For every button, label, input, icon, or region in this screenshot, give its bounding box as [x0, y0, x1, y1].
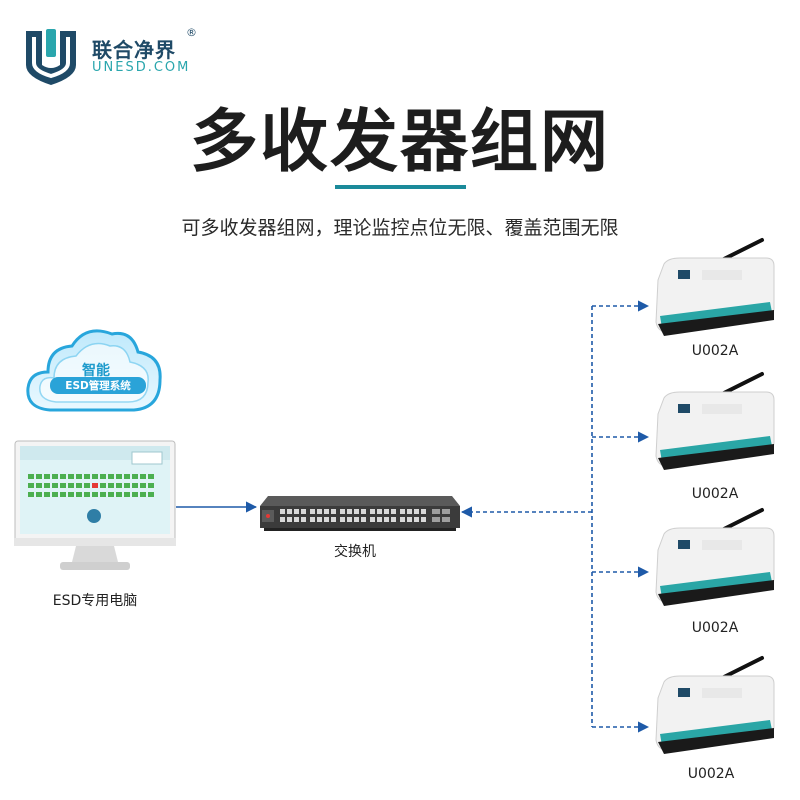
- page-title: 多收发器组网: [189, 103, 610, 182]
- desktop-monitor-icon: [14, 440, 176, 570]
- cloud-label-line1: 智能: [82, 363, 110, 379]
- device-1-label: U002A: [691, 343, 739, 359]
- wireless-transceiver-icon: [655, 656, 775, 754]
- wireless-transceiver-icon: [655, 238, 775, 336]
- device-3-label: U002A: [691, 620, 739, 636]
- shield-logo-icon: [26, 29, 76, 85]
- wireless-transceiver-icon: [655, 372, 775, 470]
- wireless-transceiver-icon: [655, 508, 775, 606]
- network-switch-icon: [260, 496, 460, 531]
- registered-mark: ®: [186, 26, 197, 39]
- page-subtitle: 可多收发器组网，理论监控点位无限、覆盖范围无限: [181, 217, 619, 239]
- brand-name-cn: 联合净界: [92, 38, 176, 62]
- device-2-label: U002A: [691, 486, 739, 502]
- device-4-label: U002A: [687, 766, 735, 782]
- cloud-label-line2: ESD管理系统: [50, 377, 146, 394]
- title-underline: [335, 185, 466, 189]
- switch-label: 交换机: [334, 544, 376, 560]
- computer-label: ESD专用电脑: [52, 593, 138, 609]
- brand-name-en: UNESD.COM: [92, 60, 191, 75]
